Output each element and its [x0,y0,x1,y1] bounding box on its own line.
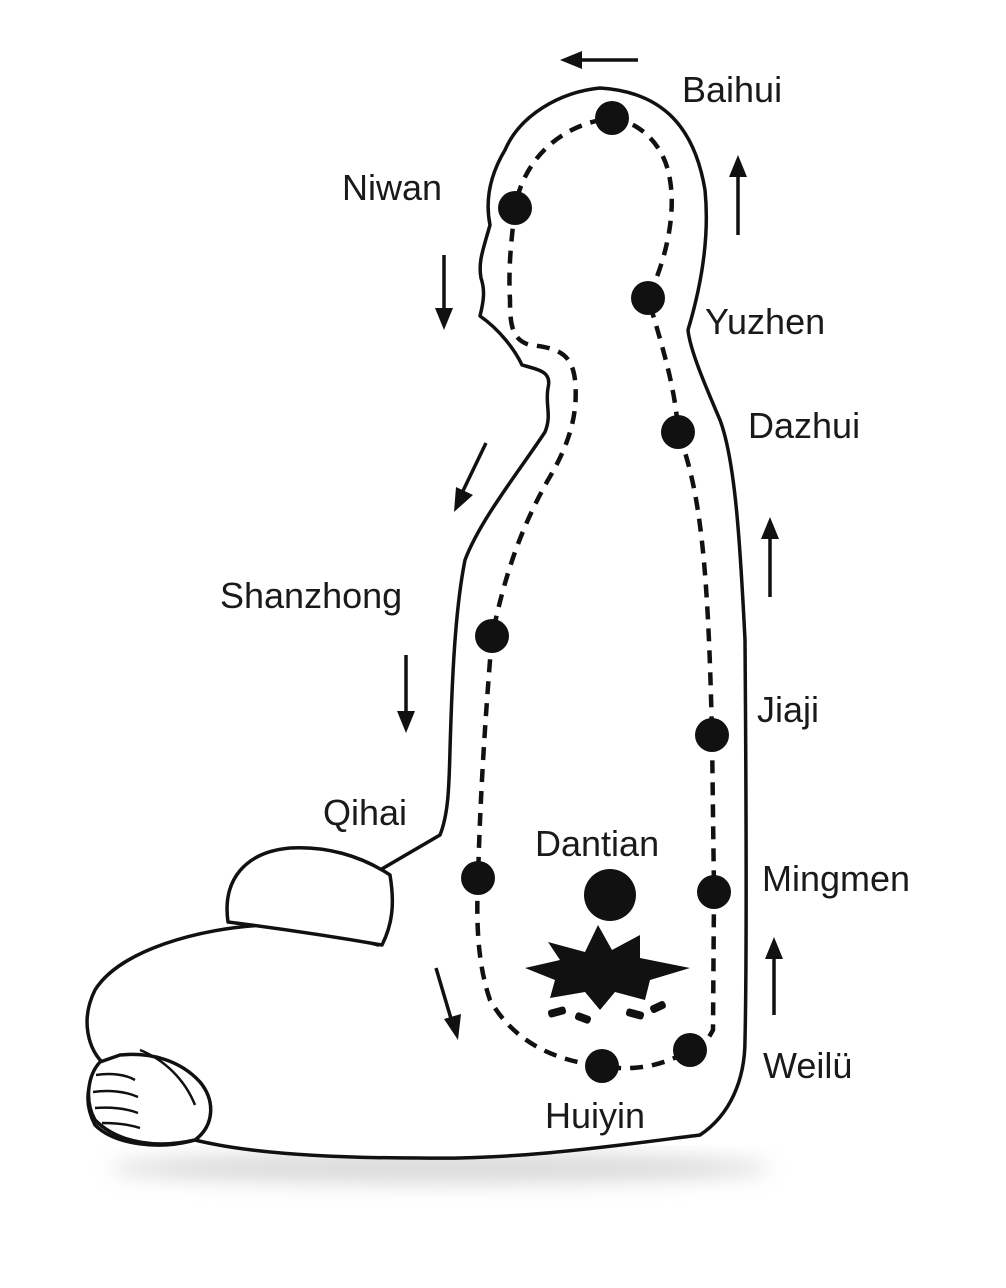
point-jiaji [695,718,729,752]
label-dantian: Dantian [535,823,659,864]
arrow-up-lower-back-icon [765,937,783,1015]
ground-shadow [110,1152,770,1184]
fire-icon [525,925,690,1024]
label-huiyin: Huiyin [545,1095,645,1136]
arrow-down-lower-front-icon [434,967,461,1040]
arrow-down-face-icon [435,255,453,330]
foot-outline [86,1052,213,1146]
label-niwan: Niwan [342,167,442,208]
body-outline [85,86,748,1160]
label-qihai: Qihai [323,792,407,833]
label-mingmen: Mingmen [762,858,910,899]
arrow-top-left-icon [560,51,638,69]
point-shanzhong [475,619,509,653]
label-shanzhong: Shanzhong [220,575,402,616]
point-qihai [461,861,495,895]
point-dantian [584,869,636,921]
acupoint-dots [461,101,731,1083]
point-dazhui [661,415,695,449]
arrow-up-back-icon [761,517,779,597]
point-niwan [498,191,532,225]
arrow-up-head-icon [729,155,747,235]
arrow-down-chest-icon [454,442,488,512]
point-baihui [595,101,629,135]
label-yuzhen: Yuzhen [705,301,825,342]
label-dazhui: Dazhui [748,405,860,446]
toe-lines [92,1048,197,1130]
label-jiaji: Jiaji [757,689,819,730]
belly-outline [225,845,395,947]
point-huiyin [585,1049,619,1083]
point-yuzhen [631,281,665,315]
arrow-down-front-icon [397,655,415,733]
point-weilu [673,1033,707,1067]
label-baihui: Baihui [682,69,782,110]
label-weilu: Weilü [763,1045,852,1086]
orbit-dashed-path [475,115,717,1071]
point-mingmen [697,875,731,909]
